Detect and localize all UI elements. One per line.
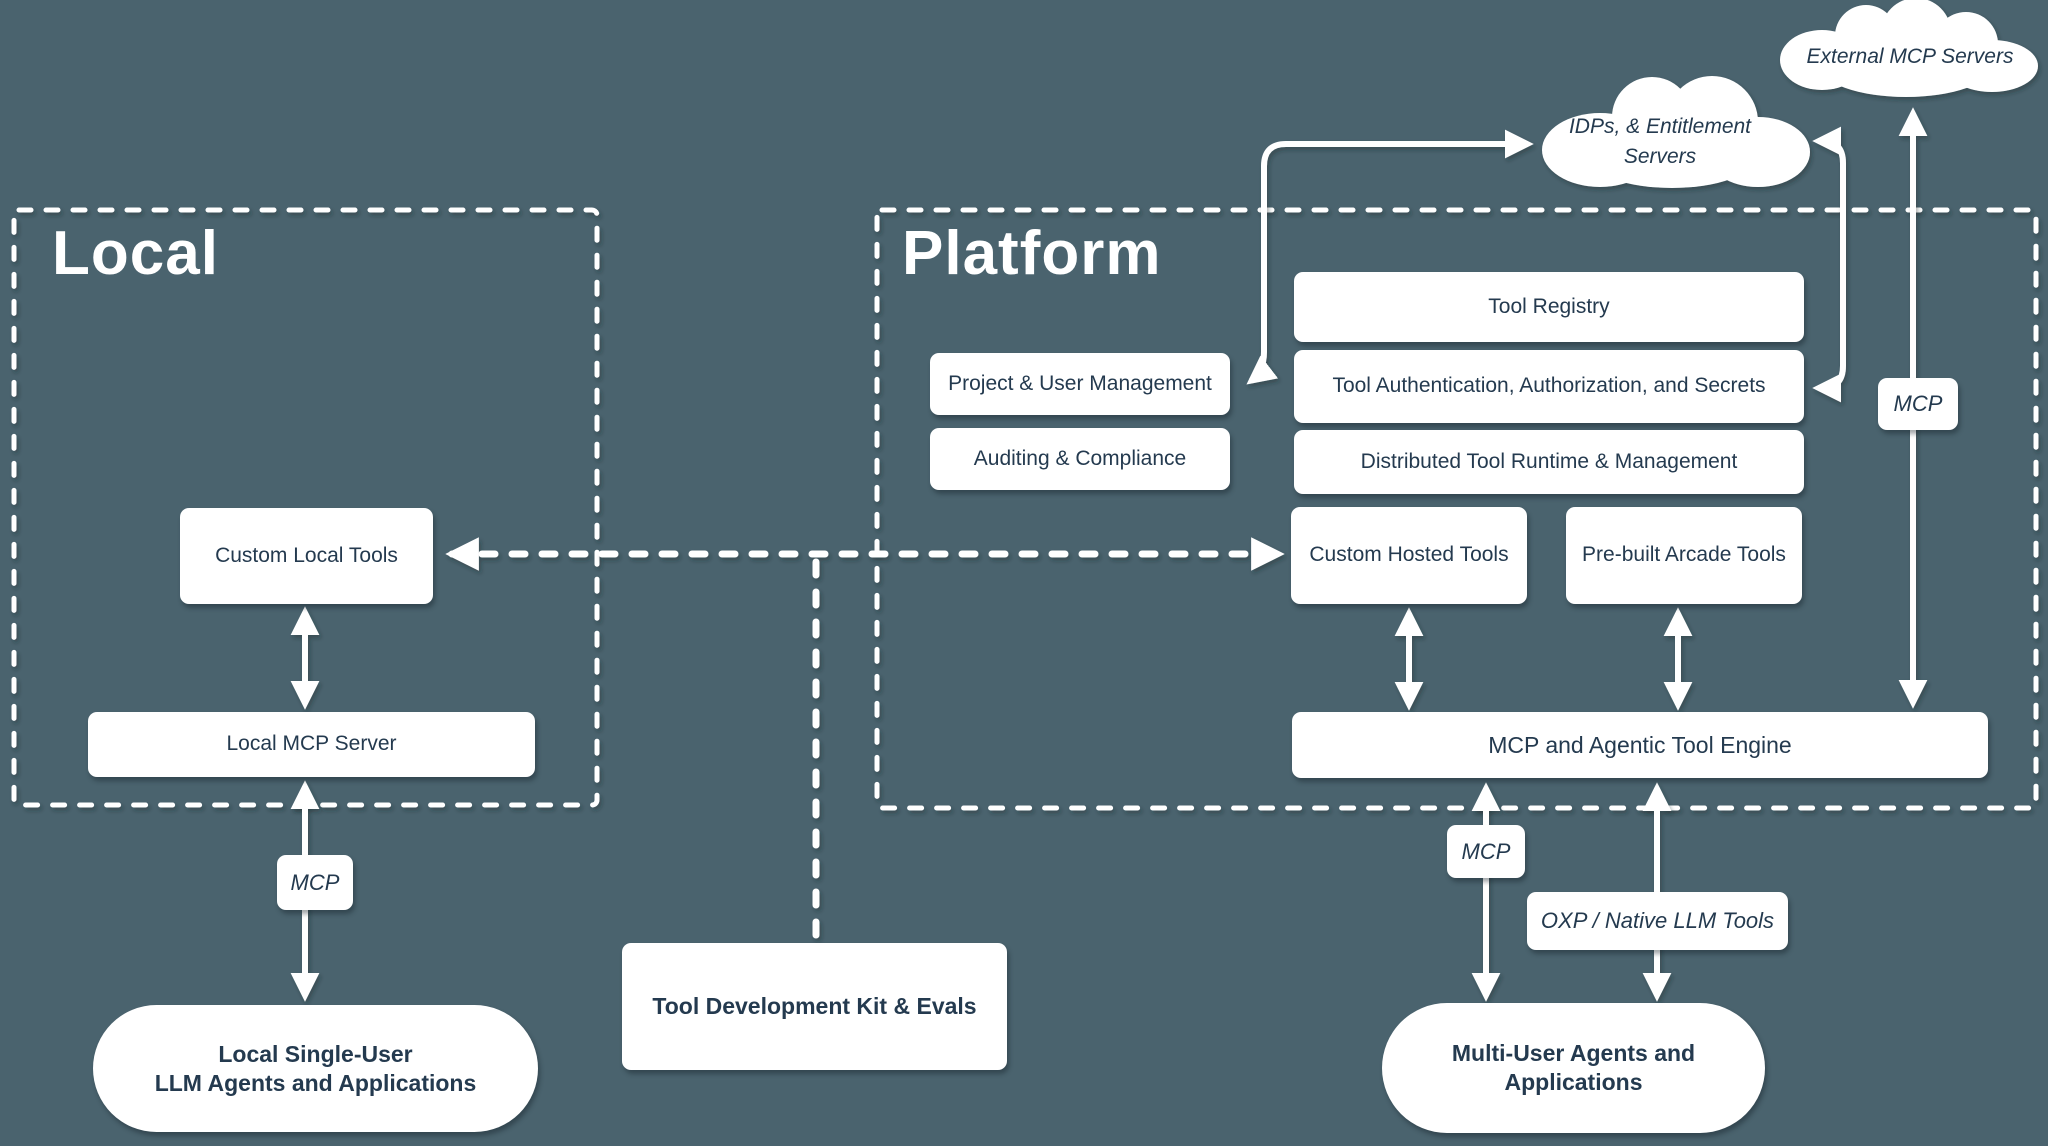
multi-user-agents-pill: Multi-User Agents and Applications — [1382, 1003, 1765, 1133]
idp-cloud-label-line1: IDPs, & Entitlement — [1568, 115, 1752, 138]
mcp-protocol-label-local: MCP — [277, 855, 353, 910]
local-agents-pill-text: Local Single-User LLM Agents and Applica… — [155, 1040, 477, 1098]
custom-hosted-tools-box: Custom Hosted Tools — [1291, 507, 1527, 604]
local-agents-line2: LLM Agents and Applications — [154, 1069, 477, 1096]
multi-user-agents-pill-text: Multi-User Agents and Applications — [1452, 1039, 1695, 1097]
mcp-protocol-label-external: MCP — [1878, 378, 1958, 430]
arrow-idp-cloud-to-tool-auth — [1812, 126, 1846, 403]
custom-local-tools-box: Custom Local Tools — [180, 508, 433, 604]
mcp-agentic-engine-box: MCP and Agentic Tool Engine — [1292, 712, 1988, 778]
external-mcp-cloud-label: External MCP Servers — [1806, 45, 2014, 68]
local-agents-pill: Local Single-User LLM Agents and Applica… — [93, 1005, 538, 1132]
oxp-native-llm-tools-label: OXP / Native LLM Tools — [1527, 892, 1788, 950]
tool-dev-kit-box: Tool Development Kit & Evals — [622, 943, 1007, 1070]
arrow-project-mgmt-to-idp-cloud — [1246, 129, 1534, 385]
multi-user-agents-line2: Applications — [1504, 1069, 1643, 1095]
platform-zone-title: Platform — [902, 219, 1162, 288]
idp-cloud-label: IDPs, & Entitlement Servers — [1555, 112, 1765, 172]
idp-cloud-label-line2: Servers — [1623, 145, 1697, 168]
tool-auth-box: Tool Authentication, Authorization, and … — [1294, 350, 1804, 423]
auditing-compliance-box: Auditing & Compliance — [930, 428, 1230, 490]
local-agents-line1: Local Single-User — [218, 1040, 413, 1067]
prebuilt-arcade-tools-box: Pre-built Arcade Tools — [1566, 507, 1802, 604]
project-user-management-box: Project & User Management — [930, 353, 1230, 415]
local-mcp-server-box: Local MCP Server — [88, 712, 535, 777]
distributed-runtime-box: Distributed Tool Runtime & Management — [1294, 430, 1804, 494]
local-zone-title: Local — [52, 219, 219, 288]
mcp-protocol-label-bottom: MCP — [1447, 825, 1525, 878]
multi-user-agents-line1: Multi-User Agents and — [1451, 1040, 1696, 1067]
external-mcp-cloud — [1780, 0, 2038, 97]
tool-registry-box: Tool Registry — [1294, 272, 1804, 342]
idp-cloud — [1542, 76, 1810, 188]
